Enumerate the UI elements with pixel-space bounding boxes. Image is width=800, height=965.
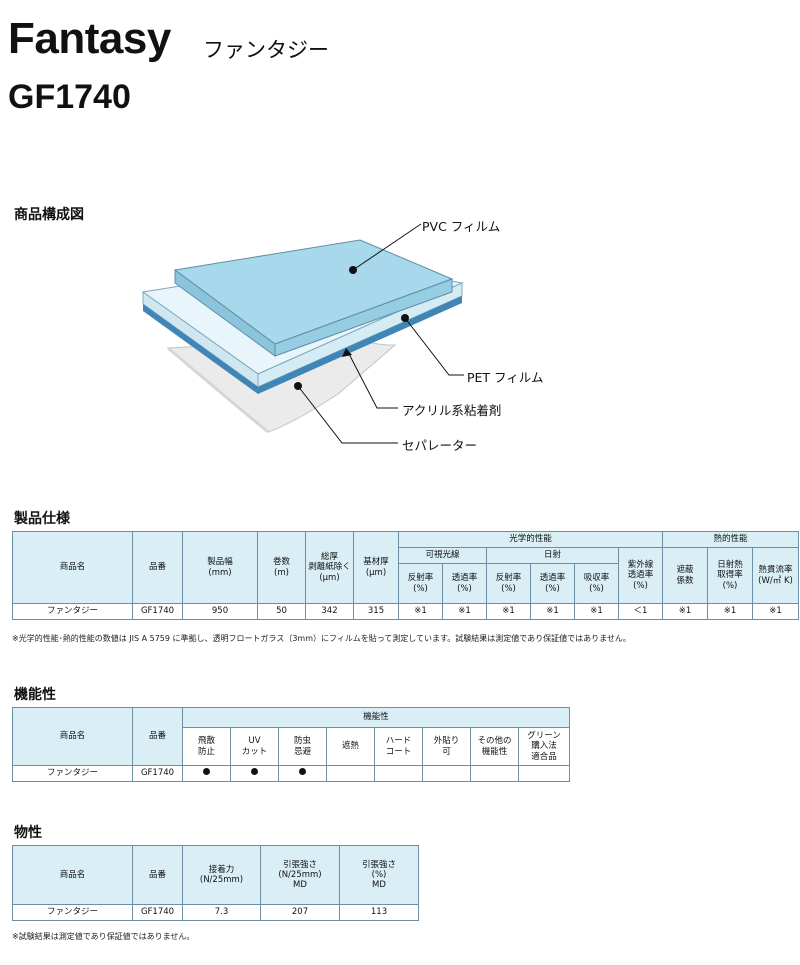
spec-header-solar-trans: 透過率 (%) [530, 563, 575, 604]
page-title: Fantasy [8, 14, 171, 63]
physical-cell: 7.3 [182, 904, 261, 921]
spec-cell: 950 [182, 603, 258, 620]
function-table: 商品名 品番 機能性 飛散 防止 UV カット 防虫 忌避 遮熱 ハード コート… [12, 707, 571, 782]
function-cell-name: ファンタジー [12, 765, 133, 782]
spec-header-visible: 可視光線 [398, 547, 487, 564]
pvc-film-label: PVC フィルム [422, 219, 501, 234]
function-mark [470, 765, 519, 782]
pet-film-label: PET フィルム [467, 370, 544, 385]
function-header-item: UV カット [230, 727, 279, 766]
spec-header-name: 商品名 [12, 531, 133, 604]
check-dot-icon [203, 768, 210, 776]
layer-diagram [141, 223, 464, 444]
spec-header-code: 品番 [132, 531, 183, 604]
spec-cell: GF1740 [132, 603, 183, 620]
spec-heading: 製品仕様 [14, 511, 70, 527]
separator-label: セパレーター [402, 438, 478, 453]
spec-cell: ※1 [574, 603, 619, 620]
physical-table: 商品名 品番 接着力 (N/25mm) 引張強さ (N/25mm) MD 引張強… [12, 845, 419, 921]
physical-header-adhesion: 接着力 (N/25mm) [182, 845, 261, 905]
function-mark [230, 765, 279, 782]
product-code: GF1740 [8, 78, 131, 116]
physical-heading: 物性 [14, 825, 42, 841]
table-row: ファンタジー GF1740 [12, 765, 571, 782]
function-header-item: 飛散 防止 [182, 727, 231, 766]
spec-header-uv: 紫外線 透過率 (%) [617, 547, 664, 604]
function-mark [422, 765, 471, 782]
physical-cell: GF1740 [132, 904, 183, 921]
function-header-item: グリーン 購入法 適合品 [517, 727, 571, 766]
physical-cell: ファンタジー [12, 904, 133, 921]
physical-cell: 113 [339, 904, 419, 921]
spec-header-roll: 巻数 (m) [257, 531, 306, 604]
spec-cell: ＜1 [617, 603, 664, 620]
spec-cell: ※1 [707, 603, 754, 620]
table-row: ファンタジー GF1740 7.3 207 113 [12, 904, 419, 921]
table-row: ファンタジー GF1740 950 50 342 315 ※1 ※1 ※1 ※1… [12, 603, 800, 620]
check-dot-icon [251, 768, 258, 776]
function-cell-code: GF1740 [132, 765, 183, 782]
physical-header-tensile: 引張強さ (N/25mm) MD [260, 845, 340, 905]
spec-header-thermal: 熱的性能 [662, 531, 800, 548]
function-header-item: その他の 機能性 [470, 727, 519, 766]
spec-header-visible-refl: 反射率 (%) [398, 563, 443, 604]
spec-header-base: 基材厚 (μm) [353, 531, 399, 604]
function-heading: 機能性 [14, 687, 56, 703]
spec-cell: ※1 [530, 603, 575, 620]
spec-cell: ※1 [486, 603, 531, 620]
spec-header-gain: 日射熱 取得率 (%) [707, 547, 754, 604]
function-mark [326, 765, 375, 782]
function-header-name: 商品名 [12, 707, 133, 766]
spec-cell: ※1 [442, 603, 487, 620]
function-header-item: 外貼り 可 [422, 727, 471, 766]
physical-header-elongation: 引張強さ (%) MD [339, 845, 419, 905]
check-dot-icon [299, 768, 306, 776]
spec-cell: 315 [353, 603, 399, 620]
function-header-item: 遮熱 [326, 727, 375, 766]
page-title-kana: ファンタジー [203, 38, 329, 62]
spec-header-solar: 日射 [486, 547, 619, 564]
spec-header-optical: 光学的性能 [397, 531, 664, 548]
physical-header-name: 商品名 [12, 845, 133, 905]
spec-cell: ※1 [398, 603, 443, 620]
physical-cell: 207 [260, 904, 340, 921]
adhesive-label: アクリル系粘着剤 [402, 403, 502, 418]
physical-note: ※試験結果は測定値であり保証値ではありません。 [12, 932, 195, 941]
function-header-code: 品番 [132, 707, 183, 766]
spec-cell: 342 [305, 603, 354, 620]
spec-cell: ※1 [662, 603, 709, 620]
function-mark [517, 765, 571, 782]
function-mark [278, 765, 327, 782]
spec-header-width: 製品幅 (mm) [182, 531, 258, 604]
function-header-item: ハード コート [374, 727, 423, 766]
spec-header-solar-absorb: 吸収率 (%) [574, 563, 619, 604]
spec-header-solar-refl: 反射率 (%) [486, 563, 531, 604]
function-mark [374, 765, 423, 782]
spec-header-total: 総厚 剥離紙除く (μm) [305, 531, 354, 604]
spec-header-shading: 遮蔽 係数 [662, 547, 709, 604]
pvc-layer-side [274, 278, 453, 357]
spec-cell: 50 [257, 603, 306, 620]
function-header-group: 機能性 [181, 707, 571, 728]
function-header-item: 防虫 忌避 [278, 727, 327, 766]
spec-note: ※光学的性能･熱的性能の数値は JIS A 5759 に準拠し、透明フロートガラ… [12, 634, 631, 643]
spec-cell: ※1 [752, 603, 800, 620]
spec-header-visible-trans: 透過率 (%) [442, 563, 487, 604]
function-mark [182, 765, 231, 782]
diagram-heading: 商品構成図 [14, 207, 84, 223]
physical-header-code: 品番 [132, 845, 183, 905]
spec-table: 商品名 品番 製品幅 (mm) 巻数 (m) 総厚 剥離紙除く (μm) 基材厚… [12, 531, 800, 620]
spec-cell: ファンタジー [12, 603, 133, 620]
spec-header-heat: 熱貫流率 (W/㎡ K) [752, 547, 800, 604]
